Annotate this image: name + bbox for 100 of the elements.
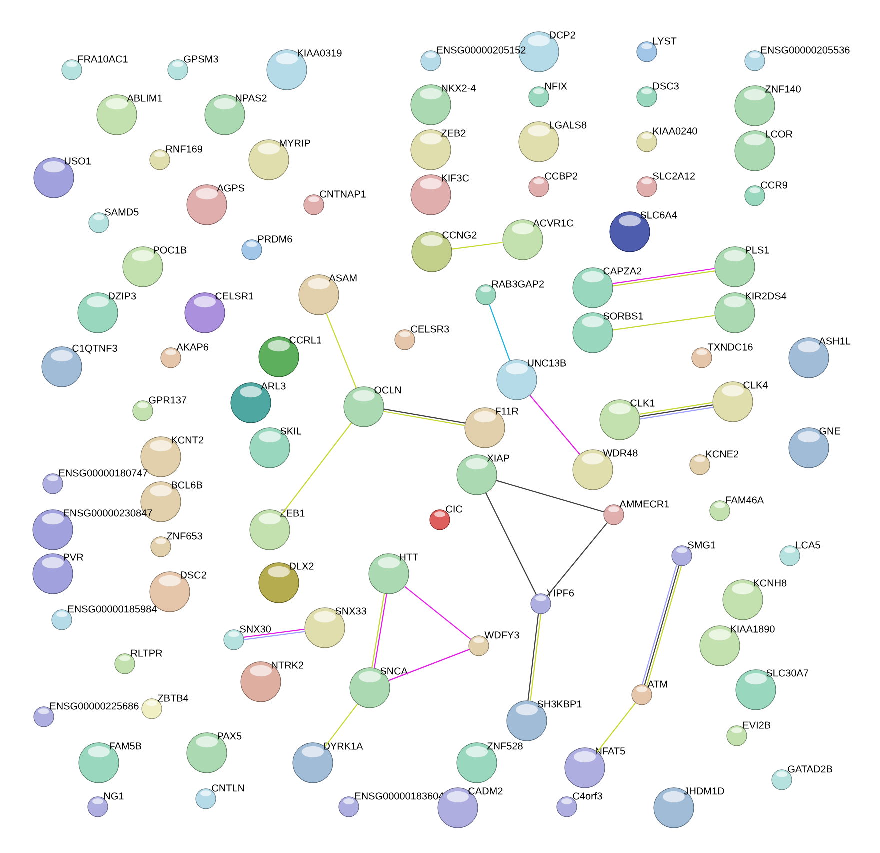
interaction-line	[640, 402, 713, 415]
protein-label: PLS1	[746, 246, 770, 254]
protein-label: CCR9	[761, 182, 788, 189]
interaction-line	[530, 395, 580, 455]
protein-label: CELSR3	[411, 326, 450, 333]
protein-label: CCNG2	[442, 232, 477, 239]
protein-label: GPSM3	[184, 56, 218, 63]
protein-label: POC1B	[154, 246, 187, 254]
protein-label: SLC30A7	[766, 670, 808, 677]
protein-label: CAPZA2	[604, 268, 642, 275]
protein-label: SKIL	[280, 428, 302, 435]
interaction-line	[326, 314, 357, 388]
protein-label: LGALS8	[550, 122, 587, 129]
protein-label: SMG1	[688, 542, 716, 549]
protein-label: AGPS	[217, 184, 245, 192]
protein-label: SLC6A4	[640, 212, 678, 219]
protein-label: ARL3	[261, 382, 286, 390]
protein-label: ENSG00000230847	[64, 510, 152, 517]
protein-label: ZEB2	[442, 130, 466, 137]
interaction-line	[530, 614, 542, 702]
protein-label: CNTLN	[212, 784, 244, 792]
protein-label: ATM	[648, 680, 668, 688]
protein-label: PAX5	[218, 732, 242, 740]
protein-label: ASAM	[329, 274, 357, 282]
protein-label: WDFY3	[484, 632, 520, 639]
protein-label: NTRK2	[272, 662, 304, 669]
protein-label: FRA10AC1	[78, 56, 128, 63]
interaction-line	[496, 480, 604, 513]
protein-label: ENSG00000185984	[68, 606, 157, 613]
protein-label: ZBTB4	[158, 694, 189, 702]
interaction-line	[452, 242, 503, 250]
protein-label: KIAA0319	[298, 50, 342, 57]
protein-label: ENSG00000183604	[356, 792, 444, 800]
interaction-line	[597, 702, 636, 752]
protein-label: AMMECR1	[620, 500, 670, 508]
protein-label: CCBP2	[545, 172, 578, 180]
protein-label: GNE	[820, 428, 840, 435]
protein-label: PVR	[64, 554, 84, 561]
protein-label: XIAP	[487, 454, 510, 462]
interaction-line	[404, 586, 472, 640]
protein-label: RAB3GAP2	[492, 280, 544, 288]
protein-label: KIF3C	[442, 174, 470, 182]
interaction-line	[489, 304, 511, 362]
protein-label: MYRIP	[280, 140, 310, 147]
protein-label: SLC2A12	[653, 172, 695, 180]
protein-label: C1QTNF3	[72, 344, 118, 354]
protein-label: ACVR1C	[533, 220, 574, 227]
protein-label: NKX2-4	[442, 84, 476, 92]
protein-label: ENSG00000180747	[60, 470, 148, 477]
protein-label: RLTPR	[132, 650, 162, 657]
protein-label: JHDM1D	[684, 788, 724, 795]
protein-label: CNTNAP1	[320, 190, 366, 198]
protein-label: KCNH8	[754, 580, 787, 587]
protein-label: PRDM6	[258, 236, 292, 243]
protein-label: CADM2	[468, 788, 503, 795]
protein-label: ZNF528	[488, 742, 523, 750]
protein-label: ABLIM1	[127, 94, 162, 102]
protein-label: NG1	[104, 792, 124, 800]
protein-label: LCOR	[766, 130, 793, 138]
protein-label: DCP2	[550, 32, 576, 39]
protein-label: NFIX	[546, 82, 568, 90]
protein-label: OCLN	[374, 386, 402, 394]
protein-label: DSC2	[181, 572, 206, 579]
protein-label: KCNT2	[172, 436, 204, 444]
protein-label: F11R	[496, 408, 518, 415]
protein-label: CIC	[446, 506, 463, 513]
protein-label: FAM46A	[726, 496, 764, 504]
protein-label: SNX33	[336, 608, 366, 615]
protein-label: GATAD2B	[788, 766, 832, 773]
protein-label: CLK1	[630, 400, 655, 407]
protein-label: KCNE2	[706, 450, 739, 458]
interaction-line	[388, 649, 470, 682]
protein-label: KIR2DS4	[746, 292, 787, 300]
protein-label: KIAA0240	[654, 128, 698, 135]
protein-label: KIAA1890	[731, 626, 775, 633]
protein-label: LCA5	[796, 542, 820, 549]
interaction-line	[640, 404, 714, 418]
protein-label: LYST	[654, 38, 677, 45]
interaction-line	[244, 628, 305, 638]
protein-label: ASH1L	[819, 338, 851, 345]
interaction-line	[640, 407, 714, 420]
protein-label: ENSG00000205536	[762, 46, 850, 54]
protein-label: DSC3	[654, 82, 679, 90]
protein-label: BCL6B	[172, 482, 202, 489]
protein-label: C4orf3	[573, 792, 602, 800]
interaction-line	[613, 315, 715, 331]
protein-label: RNF169	[166, 146, 202, 153]
protein-label: SNX30	[240, 626, 271, 633]
interaction-line	[528, 614, 540, 701]
protein-label: DZIP3	[109, 292, 136, 300]
protein-label: GPR137	[149, 396, 187, 404]
protein-label: WDR48	[603, 450, 638, 457]
protein-label: USO1	[64, 158, 91, 165]
protein-label: DLX2	[290, 562, 314, 570]
protein-label: SNCA	[380, 668, 408, 675]
protein-label: HTT	[400, 554, 418, 561]
protein-label: CLK4	[744, 382, 768, 389]
protein-label: ZNF140	[766, 86, 801, 93]
protein-label: SORBS1	[604, 312, 644, 320]
protein-label: CCRL1	[290, 336, 322, 344]
